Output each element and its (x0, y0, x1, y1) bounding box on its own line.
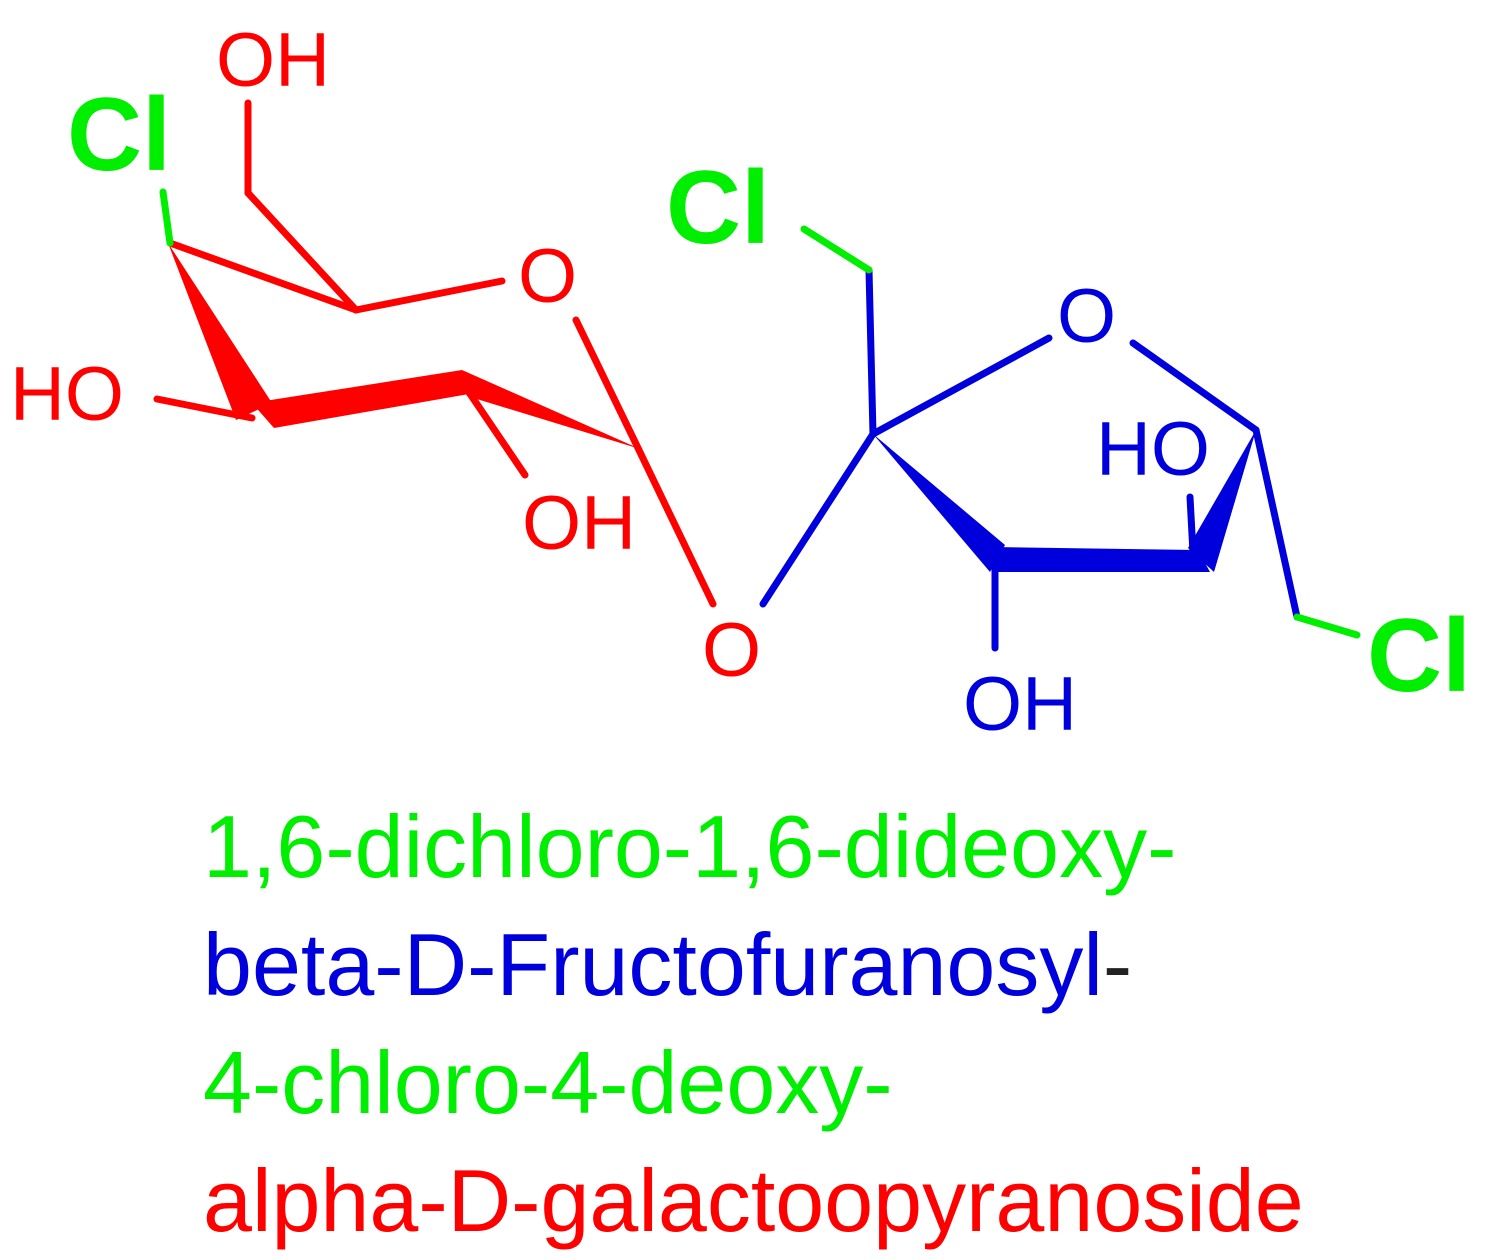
atom-gal-ring-o: O (518, 234, 577, 319)
bond-ring-o-c1 (572, 316, 642, 452)
compound-name: 1,6-dichloro-1,6-dideoxy- beta-D-Fructof… (203, 788, 1493, 1260)
wedge-c5-c4 (1188, 430, 1256, 572)
atom-fru-ho: HO (1096, 407, 1210, 492)
caption-line-1: 1,6-dichloro-1,6-dideoxy- (203, 797, 1177, 896)
bond-c1-glycosidic-o (634, 444, 717, 608)
bond-c4-c5 (166, 239, 360, 314)
atom-gal-ho-left: HO (10, 352, 124, 437)
atom-gal-oh-bottom: OH (522, 481, 636, 566)
atom-fru-ring-o: O (1057, 274, 1116, 359)
wedge-c4-c3 (168, 243, 272, 420)
wedge-c2-c3 (873, 434, 1005, 572)
atom-fru-cl-right: Cl (1367, 598, 1471, 714)
caption-line-3: 4-chloro-4-deoxy- (203, 1033, 893, 1132)
caption-fructofuranosyl: beta-D-Fructofuranosyl (203, 915, 1103, 1014)
bond-c5-c6 (244, 189, 360, 314)
caption-line-4: alpha-D-galactoopyranoside (203, 1151, 1304, 1250)
atom-gal-cl: Cl (67, 77, 171, 193)
wedge-c3-c4 (994, 547, 1210, 572)
caption-line-2: beta-D-Fructofuranosyl- (203, 906, 1493, 1024)
caption-linker-dash: - (1102, 915, 1133, 1014)
bond-c2-c1 (865, 266, 877, 438)
galactose-wedge-bonds (168, 243, 640, 449)
bond-ring-o-c5 (1129, 339, 1260, 434)
atom-fru-oh-bottom: OH (963, 662, 1077, 747)
wedge-c3-c2 (252, 370, 469, 428)
bond-c5-ring-o (352, 277, 506, 314)
bond-c1-cl (800, 225, 873, 274)
atom-gal-oh-top: OH (216, 18, 330, 103)
wedge-c2-c1 (462, 370, 640, 449)
bond-c4-cl (159, 188, 174, 247)
atom-fru-cl-top: Cl (666, 150, 770, 266)
fructose-wedge-bonds (873, 430, 1256, 572)
bond-c2-ring-o (869, 334, 1053, 438)
bond-glycosidic-o-c2 (759, 430, 877, 608)
bond-c5-c6 (1252, 426, 1301, 621)
fructose-ring-bonds (759, 266, 1301, 652)
atom-glycosidic-o: O (702, 608, 761, 693)
bond-c6-cl (1293, 613, 1361, 639)
